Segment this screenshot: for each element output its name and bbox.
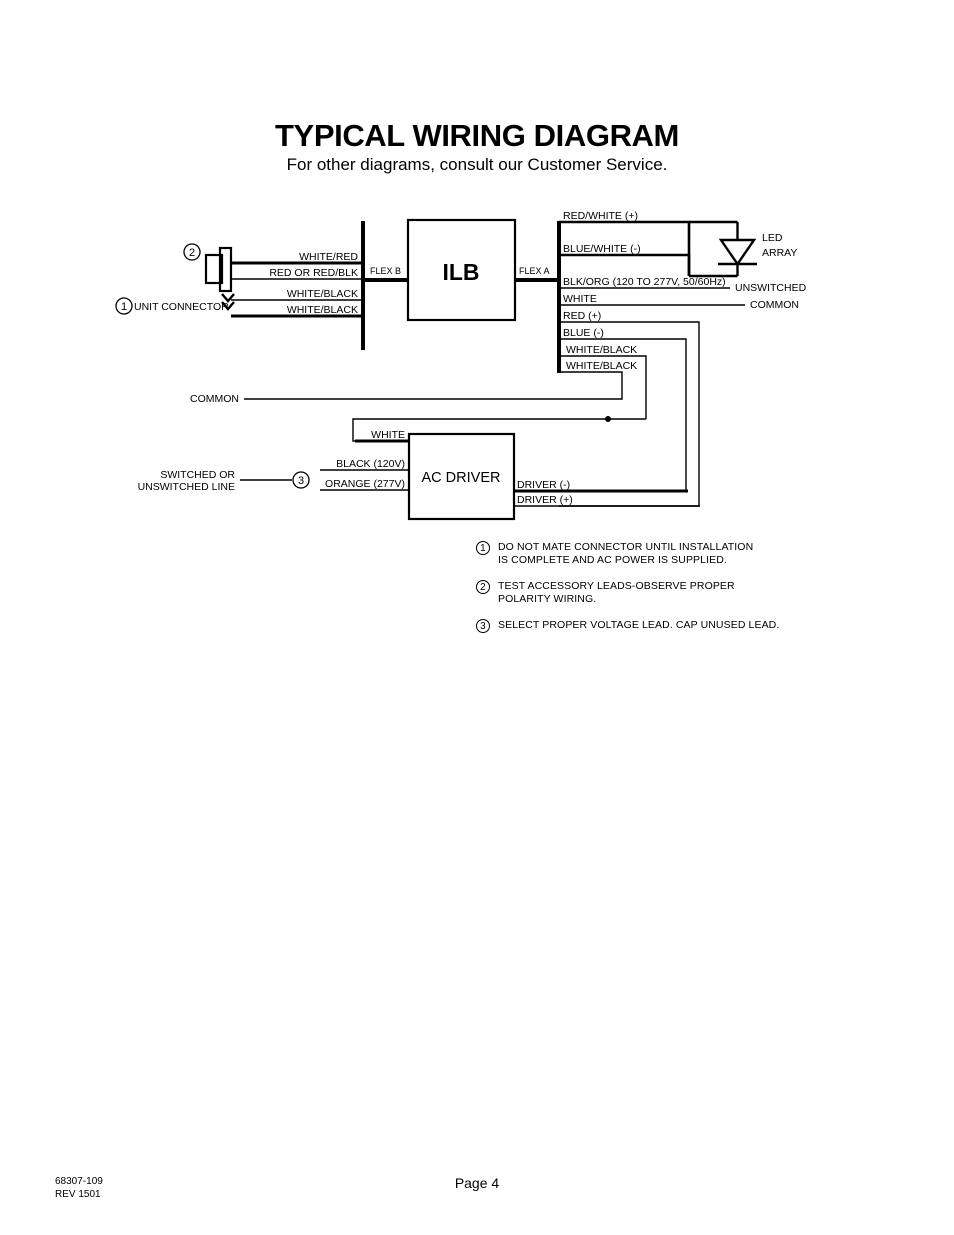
flex-a-label: FLEX A <box>519 266 550 276</box>
led-array-label-line1: LED <box>762 232 783 244</box>
page-title: TYPICAL WIRING DIAGRAM <box>275 118 679 153</box>
flex-b-bus-bar <box>361 221 365 350</box>
note-number-3: 3 <box>476 619 490 633</box>
unswitched-label: UNSWITCHED <box>735 282 807 294</box>
common-right-label: COMMON <box>750 299 799 311</box>
note-2-line-2: POLARITY WIRING. <box>498 593 597 605</box>
switched-line-label-2: UNSWITCHED LINE <box>138 481 235 493</box>
wire-ac-white-black-upper <box>559 355 647 419</box>
wire-label-ac-white-black-lower: WHITE/BLACK <box>566 360 637 372</box>
note-item: 1 DO NOT MATE CONNECTOR UNTIL INSTALLATI… <box>476 541 896 567</box>
callout-1-label: 1 <box>121 301 127 313</box>
callout-2-label: 2 <box>189 247 195 259</box>
callout-2-circle <box>183 243 201 261</box>
wire-label-white-neutral: WHITE <box>371 429 405 441</box>
wire-label-ac-white-black-upper: WHITE/BLACK <box>566 344 637 356</box>
note-number-1: 1 <box>476 541 490 555</box>
callout-3-label: 3 <box>298 475 304 487</box>
unit-connector-chevron-upper-icon <box>221 293 235 303</box>
note-3-line-1: SELECT PROPER VOLTAGE LEAD. CAP UNUSED L… <box>498 619 780 631</box>
ilb-block <box>406 218 517 322</box>
wire-label-red-white-pos: RED/WHITE (+) <box>563 210 638 222</box>
note-text-2: TEST ACCESSORY LEADS-OBSERVE PROPER POLA… <box>498 580 896 606</box>
wire-red-white-pos <box>559 220 691 243</box>
note-2-line-1: TEST ACCESSORY LEADS-OBSERVE PROPER <box>498 580 735 592</box>
wire-blue-white-neg <box>559 253 691 276</box>
ac-driver-block <box>407 432 516 521</box>
page-subtitle: For other diagrams, consult our Customer… <box>286 155 668 174</box>
wire-label-orange-277v: ORANGE (277V) <box>325 478 405 490</box>
led-array-triangle-icon <box>718 238 757 267</box>
flex-b-label: FLEX B <box>370 266 401 276</box>
unit-connector-chevron-lower-icon <box>221 301 235 311</box>
unit-connector-label: UNIT CONNECTOR <box>134 301 229 313</box>
switched-line-label-1: SWITCHED OR <box>160 469 235 481</box>
wiring-diagram: 2 WHITE/RED RED OR RED/BLK WHITE/BLACK W… <box>115 210 807 521</box>
wire-label-black-120v: BLACK (120V) <box>336 458 405 470</box>
note-item: 3 SELECT PROPER VOLTAGE LEAD. CAP UNUSED… <box>476 619 896 633</box>
wire-label-red-or-red-blk: RED OR RED/BLK <box>269 267 358 279</box>
wire-label-white-black-upper: WHITE/BLACK <box>287 288 358 300</box>
wire-label-red-pos: RED (+) <box>563 310 601 322</box>
note-item: 2 TEST ACCESSORY LEADS-OBSERVE PROPER PO… <box>476 580 896 606</box>
wire-label-blue-white-neg: BLUE/WHITE (-) <box>563 243 641 255</box>
callout-3-circle <box>292 471 310 489</box>
footer-revision: REV 1501 <box>55 1189 101 1200</box>
footer-part-number: 68307-109 <box>55 1176 103 1187</box>
wire-label-white-common: WHITE <box>563 293 597 305</box>
wire-label-white-black-lower: WHITE/BLACK <box>287 304 358 316</box>
note-text-3: SELECT PROPER VOLTAGE LEAD. CAP UNUSED L… <box>498 619 896 632</box>
accessory-connector-body <box>204 253 224 285</box>
wire-label-blue-neg: BLUE (-) <box>563 327 604 339</box>
junction-node <box>605 416 611 422</box>
note-text-1: DO NOT MATE CONNECTOR UNTIL INSTALLATION… <box>498 541 896 567</box>
footer-page-number: Page 4 <box>454 1175 500 1191</box>
ilb-block-label: ILB <box>442 259 479 285</box>
wire-label-blk-org: BLK/ORG (120 TO 277V, 50/60Hz) <box>563 276 726 288</box>
wire-label-white-red: WHITE/RED <box>299 251 358 263</box>
note-1-line-1: DO NOT MATE CONNECTOR UNTIL INSTALLATION <box>498 541 754 553</box>
footer-document-id: 68307-109 REV 1501 <box>55 1175 103 1201</box>
wire-ac-white-black-lower <box>244 371 623 400</box>
flex-a-bus-bar <box>557 221 561 373</box>
led-array-label-line2: ARRAY <box>762 247 797 259</box>
callout-1-circle <box>115 297 133 315</box>
accessory-connector-flange <box>218 246 233 293</box>
note-number-2: 2 <box>476 580 490 594</box>
wire-label-driver-neg: DRIVER (-) <box>517 479 570 491</box>
note-1-line-2: IS COMPLETE AND AC POWER IS SUPPLIED. <box>498 554 727 566</box>
ac-driver-block-label: AC DRIVER <box>422 470 501 486</box>
notes-list: 1 DO NOT MATE CONNECTOR UNTIL INSTALLATI… <box>476 541 896 645</box>
wire-label-driver-pos: DRIVER (+) <box>517 494 573 506</box>
common-left-label: COMMON <box>190 393 239 405</box>
